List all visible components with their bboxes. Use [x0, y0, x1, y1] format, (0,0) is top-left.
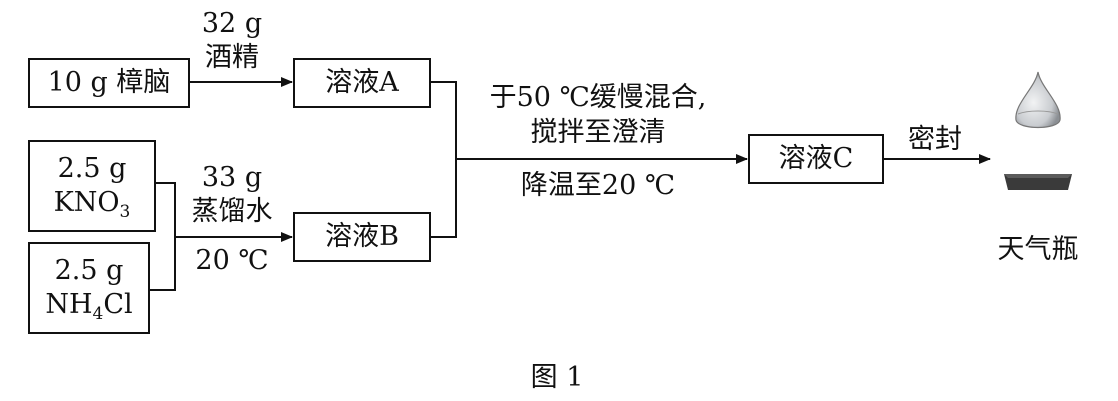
solution-c-label: 溶液C: [778, 143, 854, 175]
label-alcohol-mass: 32 g: [201, 8, 263, 39]
box-solution-b: 溶液B: [293, 212, 431, 262]
label-mix-line2: 搅拌至澄清: [530, 117, 666, 148]
box-camphor-label: 10 g 樟脑: [47, 67, 171, 99]
kno3-formula: KNO3: [53, 187, 131, 222]
box-kno3: 2.5 g KNO3: [28, 140, 156, 232]
box-solution-a: 溶液A: [293, 58, 431, 108]
box-nh4cl: 2.5 g NH4Cl: [28, 242, 150, 334]
nh4cl-formula: NH4Cl: [45, 289, 133, 324]
label-cool: 降温至20 ℃: [520, 170, 676, 201]
nh4cl-mass: 2.5 g: [54, 255, 124, 287]
label-mix-line1: 于50 ℃缓慢混合,: [489, 82, 707, 113]
bracket-ab: [430, 81, 457, 238]
storm-glass-icon: [1015, 71, 1061, 129]
solution-b-label: 溶液B: [325, 221, 399, 253]
label-seal: 密封: [908, 124, 962, 155]
storm-glass-base: [1004, 174, 1072, 190]
box-solution-c: 溶液C: [748, 134, 884, 184]
label-water: 蒸馏水: [191, 196, 273, 227]
box-camphor: 10 g 樟脑: [28, 58, 190, 108]
solution-a-label: 溶液A: [325, 67, 399, 99]
label-alcohol: 酒精: [205, 42, 259, 73]
kno3-mass: 2.5 g: [57, 153, 127, 185]
label-storm-glass: 天气瓶: [997, 234, 1079, 265]
label-water-temp: 20 ℃: [195, 245, 269, 276]
figure-caption: 图 1: [530, 362, 584, 393]
label-water-mass: 33 g: [201, 162, 263, 193]
